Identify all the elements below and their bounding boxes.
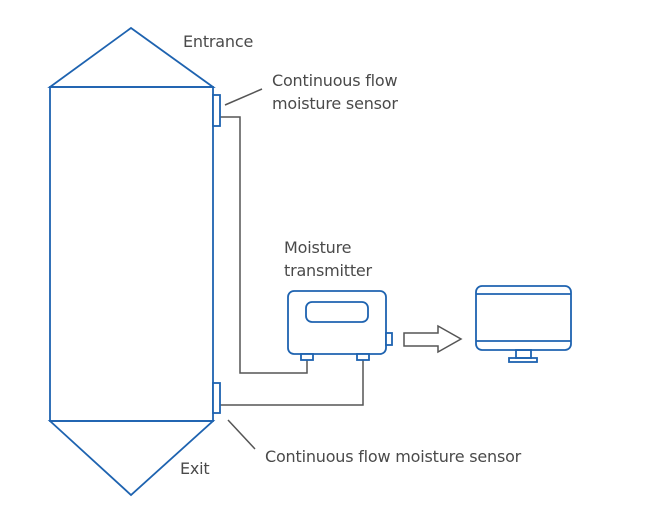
- silo: [47, 26, 216, 497]
- top-sensor-block: [212, 94, 221, 127]
- monitor-neck: [515, 349, 532, 359]
- bottom-sensor-wire: [220, 360, 364, 406]
- transmitter-label-line1: Moisture: [284, 238, 351, 257]
- bottom-sensor-label: Continuous flow moisture sensor: [265, 447, 522, 466]
- top-sensor-label-line1: Continuous flow: [272, 71, 398, 90]
- bottom-sensor-leader-line: [227, 419, 256, 450]
- top-sensor-label-line2: moisture sensor: [272, 94, 398, 113]
- entrance-label: Entrance: [183, 32, 253, 51]
- silo-bottom-cone: [47, 420, 216, 497]
- transmitter-port-right: [356, 353, 370, 361]
- transmitter-output-port: [385, 332, 393, 346]
- monitor-icon: [475, 285, 572, 363]
- top-sensor-leader-line: [224, 88, 263, 106]
- transmitter: [287, 290, 393, 361]
- transmitter-display: [305, 301, 369, 323]
- transmitter-label-line2: transmitter: [284, 261, 373, 280]
- silo-body: [49, 86, 214, 422]
- exit-label: Exit: [180, 459, 210, 478]
- bottom-sensor-block: [212, 382, 221, 414]
- arrow-right-icon: [403, 324, 463, 354]
- monitor-base: [508, 357, 538, 363]
- top-sensor-wire: [220, 116, 308, 374]
- transmitter-port-left: [300, 353, 314, 361]
